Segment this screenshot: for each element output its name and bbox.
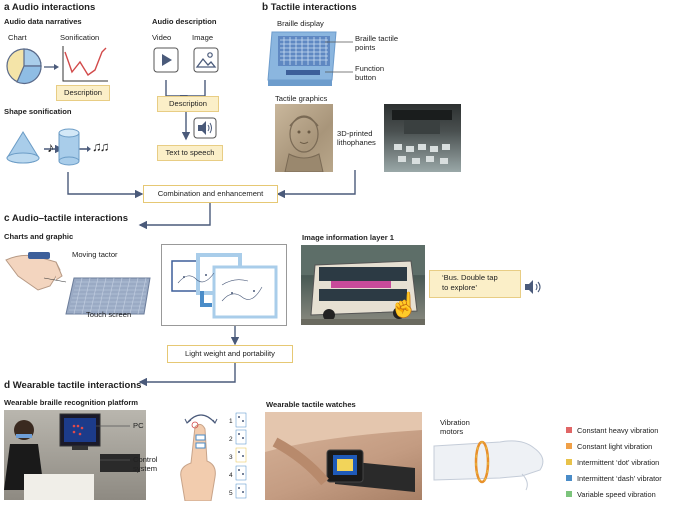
pc-label: PC [133, 421, 144, 430]
braille-cells-column [228, 412, 248, 505]
legend-item: Variable speed vibration [566, 490, 656, 499]
legend-item: Constant heavy vibration [566, 426, 658, 435]
braille-display-device [267, 31, 337, 86]
legend-label: Constant heavy vibration [577, 426, 659, 435]
music-note-icon: ♪ [47, 139, 54, 155]
video-label: Video [152, 33, 172, 42]
chart-graphic-panel [161, 244, 287, 326]
section-d-letter: d [4, 380, 11, 391]
arrow-to-sonification-icon [44, 64, 59, 70]
tactile-graphics-label: Tactile graphics [275, 94, 328, 103]
braille-leader-lines [325, 41, 353, 73]
braille-platform-title: Wearable braille recognition platform [4, 398, 139, 407]
legend-label: Constant light vibration [577, 442, 653, 451]
image-icon [193, 47, 219, 73]
legend-label: Intermittent ‘dash’ vibrator [577, 474, 662, 483]
braille-display-label: Braille display [277, 19, 324, 28]
section-d-heading: Wearable tactile interactions [12, 380, 142, 391]
braille-points-label: Braille tactile points [355, 34, 399, 52]
touch-screen-illustration [5, 252, 151, 315]
multi-note-icon: ♫♫ [92, 139, 109, 154]
sonification-graph-icon [62, 46, 108, 82]
control-system-label: Control system [133, 455, 158, 473]
legend-swatch-yellow [566, 459, 572, 465]
printed-lithophanes-photo [384, 104, 461, 172]
arm-illustration [433, 440, 544, 491]
finger-number: 4 [229, 472, 233, 479]
legend-label: Intermittent ‘dot’ vibration [577, 458, 660, 467]
audio-description-title: Audio description [152, 17, 217, 26]
section-d-title: d Wearable tactile interactions [4, 380, 141, 391]
watches-title: Wearable tactile watches [266, 400, 356, 409]
bus-photo: ☝ [301, 245, 425, 325]
platform-leader-lines [96, 425, 130, 461]
section-b-heading: Tactile interactions [270, 2, 357, 13]
finger-number: 1 [229, 418, 233, 425]
lithophanes-label: 3D-printed lithophanes [337, 129, 376, 147]
legend-item: Intermittent ‘dot’ vibration [566, 458, 659, 467]
image-layer-title: Image information layer 1 [302, 233, 394, 242]
cone-icon [6, 131, 40, 164]
sonification-label: Sonification [60, 33, 100, 42]
pie-chart-icon [6, 48, 42, 85]
section-c-heading: Audio–tactile interactions [11, 213, 128, 224]
video-play-icon [153, 47, 179, 73]
speaker-wave-icon [525, 280, 541, 294]
finger-numbers: 1 2 3 4 5 [229, 413, 237, 503]
arrow-shape-icon [80, 146, 91, 152]
section-a-letter: a [4, 2, 10, 13]
tts-box: Text to speech [157, 145, 223, 161]
moving-tactor-label: Moving tactor [72, 250, 118, 259]
charts-graphic-title: Charts and graphic [4, 232, 74, 241]
legend-swatch-green [566, 491, 572, 497]
vibration-motors-label: Vibration motors [440, 418, 470, 436]
finger-illustration [180, 414, 218, 501]
finger-number: 2 [229, 436, 233, 443]
lithophane-face-image [275, 104, 333, 173]
portability-box: Light weight and portability [167, 345, 293, 363]
finger-number: 5 [229, 490, 233, 497]
bus-speech-bubble: ‘Bus. Double tap to explore’ [429, 270, 521, 298]
lab-platform-photo [4, 410, 146, 500]
legend-swatch-blue [566, 475, 572, 481]
section-c-letter: c [4, 213, 10, 224]
ad-description-box: Description [157, 96, 219, 112]
vibration-legend: Constant heavy vibration Constant light … [566, 426, 685, 502]
section-c-title: c Audio–tactile interactions [4, 213, 128, 224]
narratives-title: Audio data narratives [4, 17, 82, 26]
finger-number: 3 [229, 454, 233, 461]
shape-sonification-title: Shape sonification [4, 107, 72, 116]
section-a-heading: Audio interactions [11, 2, 96, 13]
combination-box: Combination and enhancement [143, 185, 278, 203]
image-label: Image [192, 33, 214, 42]
section-b-title: b Tactile interactions [262, 2, 357, 13]
chart-label: Chart [8, 33, 27, 42]
description-box: Description [56, 85, 110, 101]
tactile-watch-photo [265, 412, 422, 500]
legend-swatch-orange [566, 443, 572, 449]
section-b-letter: b [262, 2, 269, 13]
section-a-title: a Audio interactions [4, 2, 95, 13]
hand-pointer-icon: ☝ [389, 292, 419, 319]
legend-item: Constant light vibration [566, 442, 652, 451]
speaker-icon [193, 117, 217, 139]
legend-swatch-red [566, 427, 572, 433]
legend-label: Variable speed vibration [577, 490, 656, 499]
cylinder-icon [58, 128, 80, 166]
legend-item: Intermittent ‘dash’ vibrator [566, 474, 662, 483]
touch-screen-label: Touch screen [86, 310, 132, 319]
function-button-label: Function button [355, 64, 385, 82]
